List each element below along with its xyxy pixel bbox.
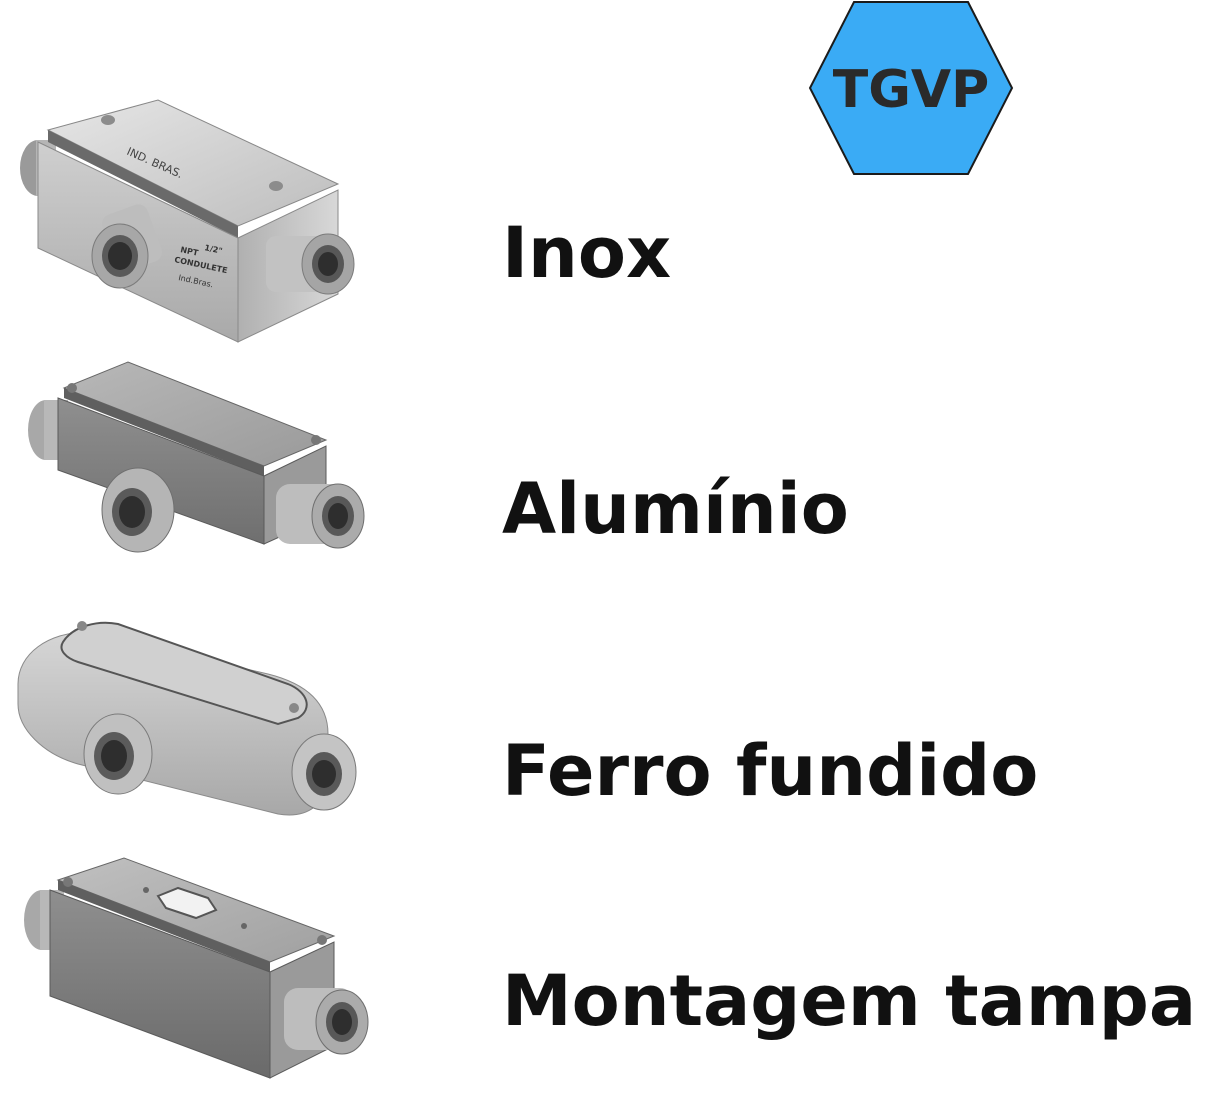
hexagon-logo-icon bbox=[808, 1, 1014, 175]
product-label-aluminio: Alumínio bbox=[502, 468, 849, 550]
stainless-conduit-body-icon: IND. BRAS. 1/2" NPT CONDULETE Ind.Bras. bbox=[8, 98, 388, 348]
cover-mount-conduit-body-icon bbox=[8, 856, 388, 1088]
product-label-ferro-fundido: Ferro fundido bbox=[502, 730, 1039, 812]
aluminum-conduit-body-icon bbox=[8, 360, 388, 560]
product-label-montagem-tampa: Montagem tampa bbox=[502, 960, 1197, 1042]
brand-logo-text: TGVP bbox=[832, 60, 990, 120]
cast-iron-conduit-body-icon bbox=[8, 614, 388, 834]
svg-text:NPT: NPT bbox=[180, 245, 200, 258]
product-label-inox: Inox bbox=[502, 212, 672, 294]
svg-text:1/2": 1/2" bbox=[204, 243, 224, 256]
brand-logo: TGVP bbox=[808, 0, 1014, 176]
